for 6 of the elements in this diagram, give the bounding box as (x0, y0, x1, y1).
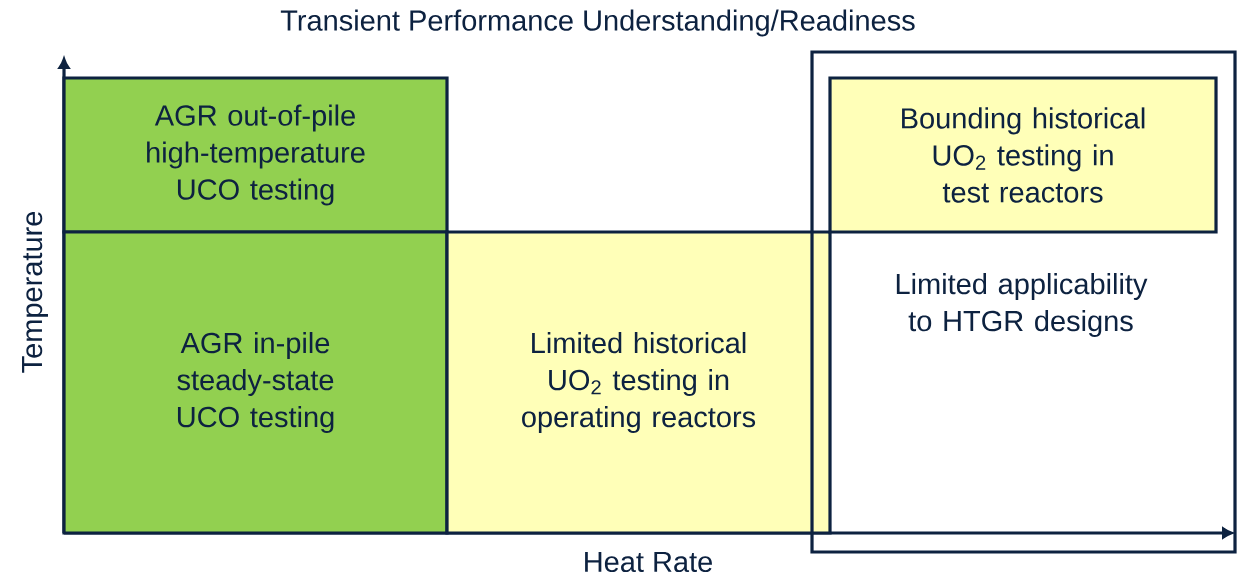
region-box: AGR out-of-pile high-temperature UCO testing (62, 76, 449, 234)
region-box: AGR in-pile steady-state UCO testing (62, 230, 449, 535)
region-box: Bounding historical UO$_{2}$ testing in test reactors (828, 76, 1218, 234)
region-box: Limited historical UO$_{2}$ testing in operating reactors (445, 230, 832, 535)
chart-title: Transient Performance Understanding/Readiness (280, 9, 915, 37)
axis-label: Temperature (22, 211, 48, 373)
